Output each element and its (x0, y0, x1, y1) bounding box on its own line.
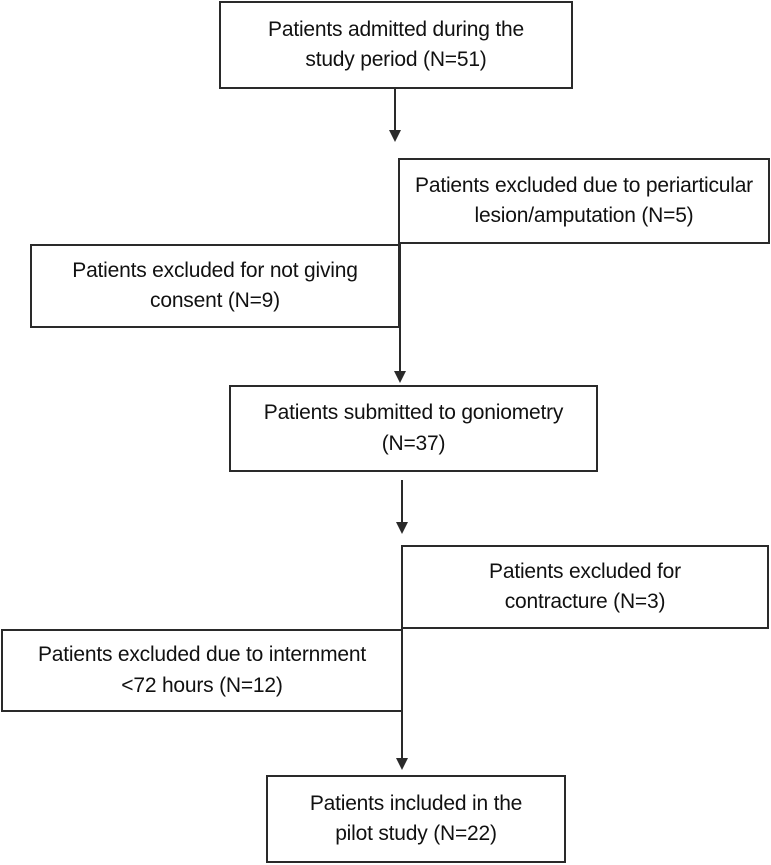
box-included-pilot-study-text: Patients included in the pilot study (N=… (309, 791, 523, 845)
box-excluded-periarticular-lesion-text: Patients excluded due to periarticular l… (415, 173, 753, 227)
box-included-pilot-study: Patients included in the pilot study (N=… (266, 775, 566, 863)
box-patients-admitted-text: Patients admitted during the study perio… (268, 17, 524, 71)
box-submitted-goniometry: Patients submitted to goniometry (N=37) (229, 385, 598, 472)
box-excluded-internment: Patients excluded due to internment <72 … (1, 629, 403, 712)
box-excluded-internment-text: Patients excluded due to internment <72 … (37, 643, 367, 697)
box-excluded-no-consent-text: Patients excluded for not giving consent… (72, 258, 358, 312)
box-patients-admitted: Patients admitted during the study perio… (219, 1, 573, 89)
box-excluded-contracture-text: Patients excluded for contracture (N=3) (489, 559, 681, 613)
box-submitted-goniometry-text: Patients submitted to goniometry (N=37) (263, 401, 564, 455)
box-excluded-periarticular-lesion: Patients excluded due to periarticular l… (398, 158, 770, 244)
box-excluded-contracture: Patients excluded for contracture (N=3) (401, 545, 769, 629)
box-excluded-no-consent: Patients excluded for not giving consent… (30, 244, 400, 328)
